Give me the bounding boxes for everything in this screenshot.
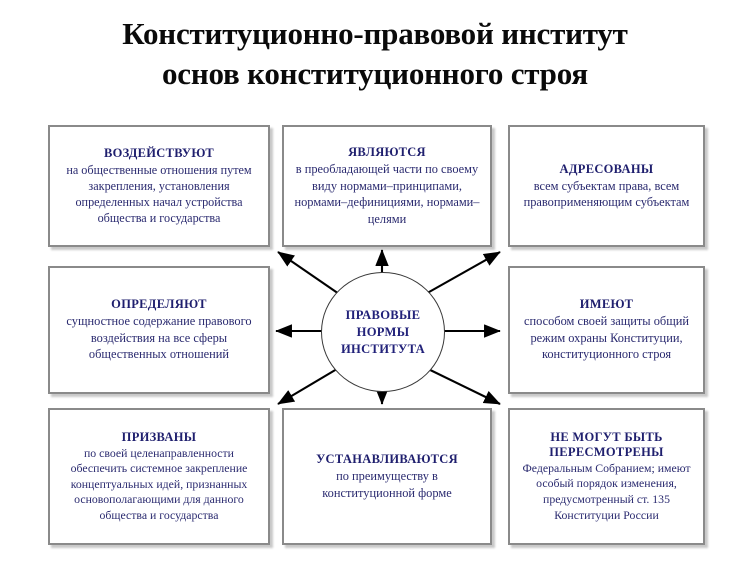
arrow-to-top-right	[421, 251, 501, 297]
page-title: Конституционно-правовой институт основ к…	[0, 14, 750, 94]
node-ne-mogut-byt-peresmotreny: НЕ МОГУТ БЫТЬ ПЕРЕСМОТРЕНЫ Федеральным С…	[508, 408, 705, 545]
node-heading: ИМЕЮТ	[579, 297, 634, 312]
arrow-to-bottom-left	[277, 365, 343, 405]
node-imeyut: ИМЕЮТ способом своей защиты общий режим …	[508, 266, 705, 394]
node-body: всем субъектам права, всем правоприменяю…	[523, 178, 690, 210]
arrow-to-bottom-right	[421, 365, 501, 405]
center-node-pravovye-normy-instituta: ПРАВОВЫЕ НОРМЫ ИНСТИТУТА	[321, 272, 445, 392]
node-heading: ОПРЕДЕЛЯЮТ	[111, 297, 207, 312]
node-opredelyayut: ОПРЕДЕЛЯЮТ сущностное содержание правово…	[48, 266, 270, 394]
node-body: по преимуществу в конституционной форме	[322, 469, 452, 500]
node-heading: ЯВЛЯЮТСЯ	[348, 145, 426, 159]
node-ustanavlivayutsya: УСТАНАВЛИВАЮТСЯ по преимуществу в консти…	[282, 408, 492, 545]
node-body: на общественные отношения путем закрепле…	[66, 162, 252, 226]
node-heading: АДРЕСОВАНЫ	[559, 161, 654, 176]
page-title-line-1: Конституционно-правовой институт	[122, 16, 628, 51]
center-node-line-1: ПРАВОВЫЕ	[345, 307, 421, 322]
node-heading: ВОЗДЕЙСТВУЮТ	[103, 145, 215, 160]
node-body: в преобладающей части по своему виду нор…	[294, 162, 480, 226]
node-heading: НЕ МОГУТ БЫТЬ ПЕРЕСМОТРЕНЫ	[549, 429, 664, 459]
arrow-to-top-left	[277, 251, 343, 297]
node-body: Федеральным Собранием; имеют особый поря…	[522, 460, 691, 522]
node-vozdeystvuyut: ВОЗДЕЙСТВУЮТ на общественные отношения п…	[48, 125, 270, 247]
node-adresovany: АДРЕСОВАНЫ всем субъектам права, всем пр…	[508, 125, 705, 247]
center-node-line-3: ИНСТИТУТА	[340, 341, 426, 356]
node-body: по своей целенаправленности обеспечить с…	[70, 445, 248, 522]
node-heading: ПРИЗВАНЫ	[121, 429, 197, 444]
node-yavlyayutsya: ЯВЛЯЮТСЯ в преобладающей части по своему…	[282, 125, 492, 247]
center-node-line-2: НОРМЫ	[356, 324, 410, 339]
node-body: сущностное содержание правового воздейст…	[66, 314, 252, 362]
node-body: способом своей защиты общий режим охраны…	[523, 314, 690, 362]
page-title-line-2: основ конституционного строя	[161, 56, 588, 91]
node-heading: УСТАНАВЛИВАЮТСЯ	[316, 452, 458, 466]
node-prizvany: ПРИЗВАНЫ по своей целенаправленности обе…	[48, 408, 270, 545]
